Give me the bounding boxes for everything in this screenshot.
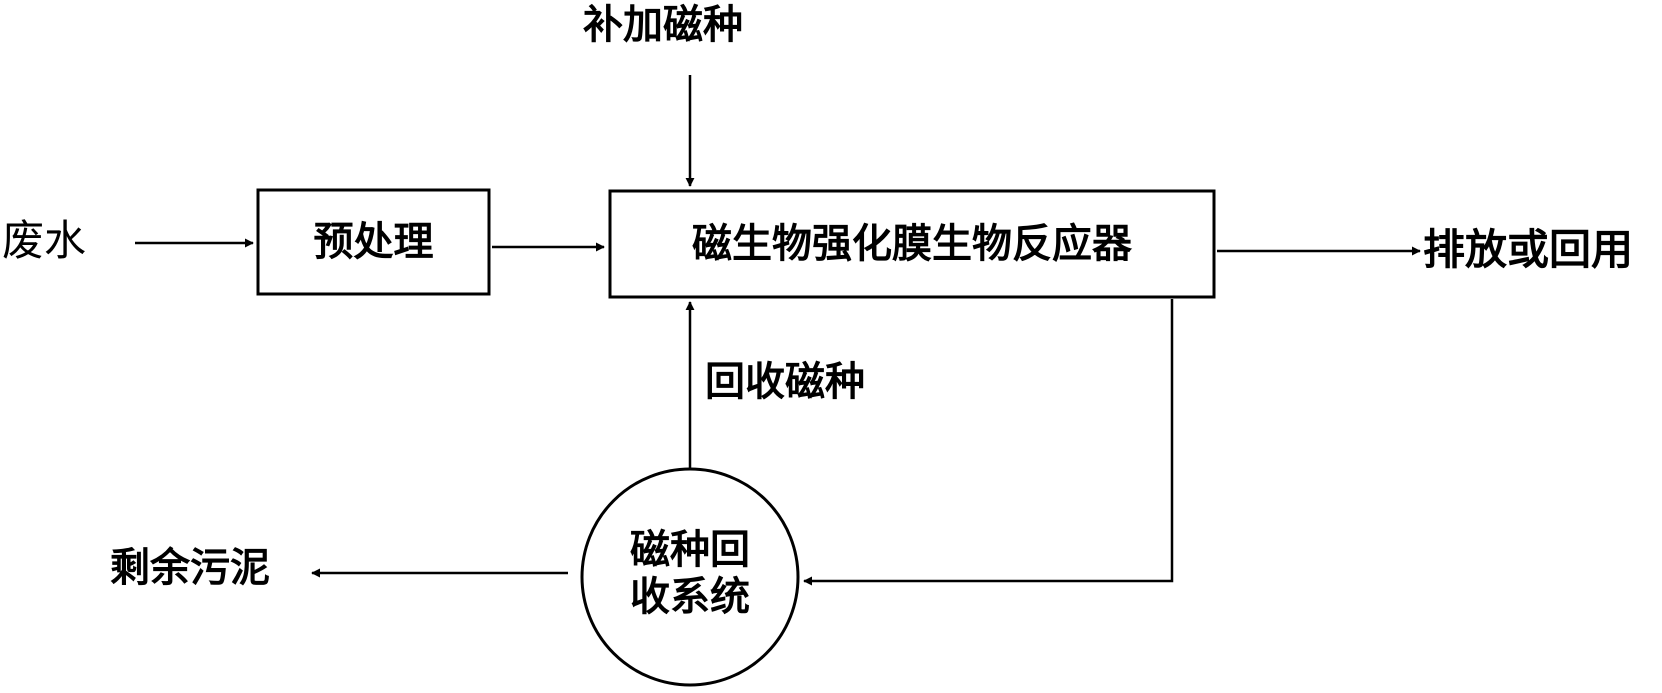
recovery-system-label-line1: 磁种回 (630, 527, 750, 573)
pretreatment-box (256, 188, 491, 296)
pretreatment-label: 预处理 (313, 219, 434, 265)
recovery-system-label: 磁种回 收系统 (600, 527, 780, 621)
reactor-label: 磁生物强化膜生物反应器 (692, 221, 1132, 267)
reactor-box (608, 189, 1216, 299)
supplement-seed-label: 补加磁种 (583, 2, 743, 48)
wastewater-label: 废水 (2, 216, 87, 265)
excess-sludge-label: 剩余污泥 (110, 545, 270, 591)
arrow-reactor-to-recovery (803, 299, 1174, 586)
recovery-system-label-line2: 收系统 (630, 574, 750, 621)
recovered-seed-label: 回收磁种 (705, 359, 865, 405)
discharge-reuse-label: 排放或回用 (1423, 225, 1634, 274)
